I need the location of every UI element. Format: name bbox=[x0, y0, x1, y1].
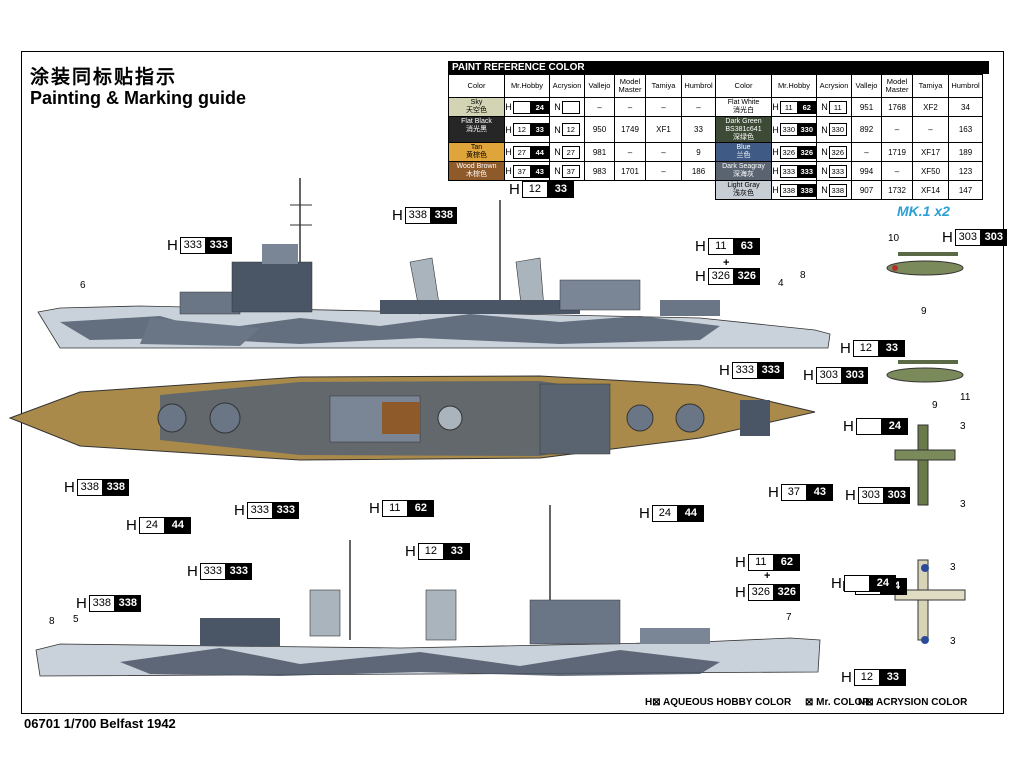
part-number: 3 bbox=[960, 421, 966, 432]
value-cell: – bbox=[912, 116, 949, 143]
col-vallejo-2: Vallejo bbox=[851, 74, 882, 98]
part-number: 11 bbox=[960, 392, 971, 403]
mk1-label: MK.1 x2 bbox=[897, 203, 950, 219]
color-callout: H 24 bbox=[831, 575, 896, 592]
legend-mrcolor: ⊠ Mr. COLOR bbox=[805, 697, 870, 708]
aircraft-4 bbox=[894, 559, 966, 644]
plus-sign: + bbox=[764, 570, 771, 582]
aircraft-3 bbox=[894, 424, 956, 506]
paint-reference-table: Color Mr.Hobby Acrysion Vallejo Model Ma… bbox=[448, 74, 983, 200]
code-cell: H 24 bbox=[504, 97, 550, 117]
footer-title: 06701 1/700 Belfast 1942 bbox=[24, 716, 176, 731]
col-mrhobby: Mr.Hobby bbox=[504, 74, 550, 98]
value-cell: 1732 bbox=[881, 180, 913, 200]
part-number: 6 bbox=[80, 280, 86, 291]
col-tamiya: Tamiya bbox=[645, 74, 682, 98]
part-number: 8 bbox=[800, 270, 806, 281]
value-cell: XF14 bbox=[912, 180, 949, 200]
legend-acrysion: N⊠ ACRYSION COLOR bbox=[858, 697, 968, 708]
value-cell: 33 bbox=[681, 116, 716, 143]
part-number: 3 bbox=[950, 636, 956, 647]
part-number: 7 bbox=[786, 612, 792, 623]
col-color-2: Color bbox=[715, 74, 772, 98]
ship-top-view bbox=[8, 375, 816, 461]
value-cell: 123 bbox=[948, 161, 983, 181]
col-color: Color bbox=[448, 74, 505, 98]
ship-side-top bbox=[37, 178, 831, 349]
part-number: 10 bbox=[888, 233, 900, 244]
color-callout: H 24 bbox=[843, 418, 908, 435]
part-number: 3 bbox=[950, 562, 956, 573]
part-number: 9 bbox=[932, 400, 938, 411]
part-number: 4 bbox=[778, 278, 784, 289]
plus-sign: + bbox=[723, 257, 730, 269]
legend-aqueous: H⊠ AQUEOUS HOBBY COLOR bbox=[645, 697, 792, 708]
part-number: 9 bbox=[921, 306, 927, 317]
aircraft-1 bbox=[886, 252, 964, 276]
part-number: 5 bbox=[73, 614, 79, 625]
value-cell: – bbox=[645, 161, 682, 181]
code-cell: N bbox=[549, 97, 585, 117]
part-number: 8 bbox=[49, 616, 55, 627]
col-humbrol-2: Humbrol bbox=[948, 74, 983, 98]
title-english: Painting & Marking guide bbox=[30, 88, 247, 108]
title-chinese: 涂装同标贴指示 bbox=[30, 66, 178, 88]
aircraft-2 bbox=[886, 360, 964, 383]
value-cell: 163 bbox=[948, 116, 983, 143]
paint-reference-title: PAINT REFERENCE COLOR bbox=[448, 61, 989, 74]
value-cell: 147 bbox=[948, 180, 983, 200]
page-frame bbox=[21, 51, 1004, 714]
col-humbrol: Humbrol bbox=[681, 74, 716, 98]
table-header-row: Color Mr.Hobby Acrysion Vallejo Model Ma… bbox=[448, 74, 983, 98]
ship-side-bottom bbox=[35, 505, 821, 677]
part-number: 3 bbox=[960, 499, 966, 510]
col-modelmaster-2: Model Master bbox=[881, 74, 913, 98]
